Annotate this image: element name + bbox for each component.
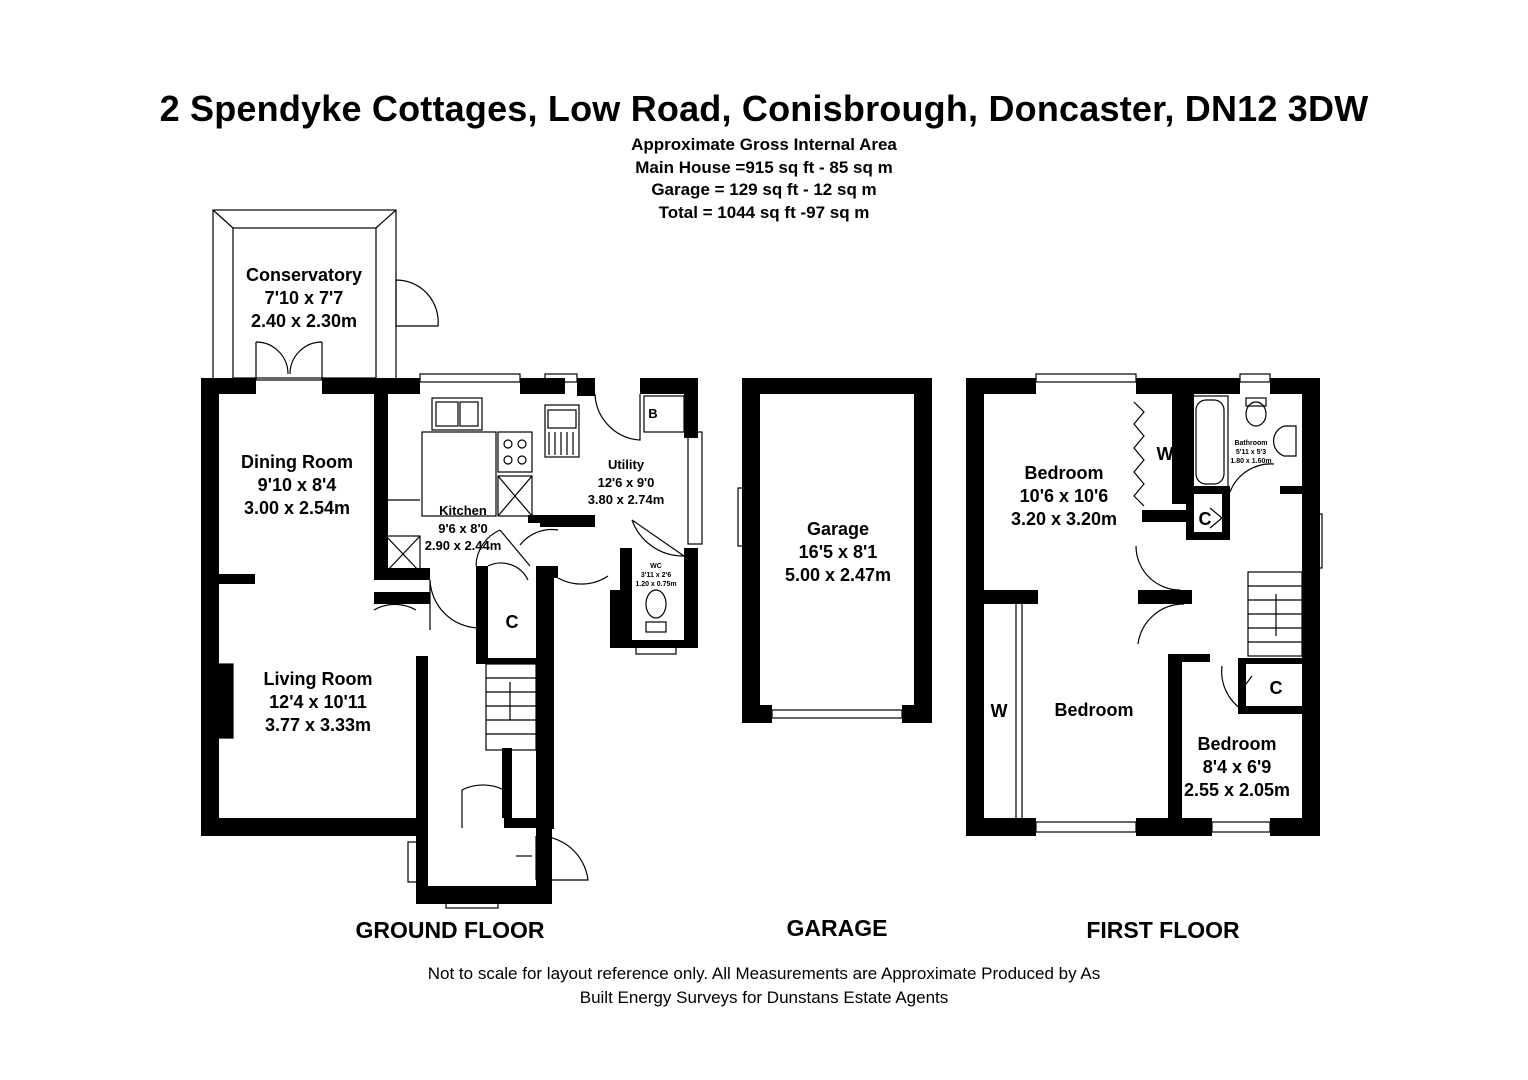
bedroom-1-imperial: 10'6 x 10'6 bbox=[1019, 486, 1109, 507]
bedroom-1-metric: 3.20 x 3.20m bbox=[1010, 509, 1118, 530]
wardrobe-mark-bedroom-2: W bbox=[990, 701, 1008, 721]
living-room-name: Living Room bbox=[263, 669, 373, 689]
cupboard-mark-ground: C bbox=[505, 612, 519, 632]
area-total: Total = 1044 sq ft -97 sq m bbox=[658, 202, 870, 222]
utility-metric: 3.80 x 2.74m bbox=[587, 492, 665, 508]
living-room-label: Living Room 12'4 x 10'11 3.77 x 3.33m bbox=[264, 668, 373, 737]
area-garage: Garage = 129 sq ft - 12 sq m bbox=[651, 180, 877, 199]
bathroom-imperial: 5'11 x 5'3 bbox=[1235, 448, 1267, 456]
dining-room-label: Dining Room 9'10 x 8'4 3.00 x 2.54m bbox=[241, 451, 353, 520]
first-floor-details bbox=[1015, 373, 1323, 833]
first-floor-walls bbox=[966, 378, 1320, 836]
bedroom-3-imperial: 8'4 x 6'9 bbox=[1202, 757, 1272, 778]
footer-line-1: Not to scale for layout reference only. … bbox=[427, 964, 1101, 983]
conservatory-name: Conservatory bbox=[245, 265, 363, 285]
kitchen-imperial: 9'6 x 8'0 bbox=[438, 520, 488, 536]
kitchen-name: Kitchen bbox=[439, 503, 487, 518]
utility-name: Utility bbox=[607, 457, 645, 472]
garage-label: Garage 16'5 x 8'1 5.00 x 2.47m bbox=[785, 518, 891, 587]
garage-imperial: 16'5 x 8'1 bbox=[798, 542, 878, 563]
footer-line-2: Built Energy Surveys for Dunstans Estate… bbox=[579, 987, 949, 1007]
bathroom-metric: 1.80 x 1.60m bbox=[1230, 457, 1272, 465]
bedroom-3-label: Bedroom 8'4 x 6'9 2.55 x 2.05m bbox=[1184, 733, 1290, 802]
utility-label: Utility 12'6 x 9'0 3.80 x 2.74m bbox=[588, 456, 665, 509]
ground-floor-details bbox=[212, 209, 703, 909]
ground-floor-title: GROUND FLOOR bbox=[355, 917, 545, 943]
garage-metric: 5.00 x 2.47m bbox=[784, 565, 892, 586]
cupboard-mark-bathroom: C bbox=[1198, 509, 1212, 529]
boiler-mark: B bbox=[648, 406, 658, 421]
bathroom-name: Bathroom bbox=[1234, 440, 1268, 447]
wc-name: WC bbox=[650, 563, 662, 570]
area-summary: Approximate Gross Internal Area Main Hou… bbox=[0, 134, 1528, 224]
bedroom-2-name: Bedroom bbox=[1054, 700, 1134, 720]
kitchen-metric: 2.90 x 2.44m bbox=[424, 538, 502, 554]
bathroom-label: Bathroom 5'11 x 5'3 1.80 x 1.60m bbox=[1230, 440, 1271, 466]
garage-walls bbox=[742, 378, 932, 723]
dining-room-imperial: 9'10 x 8'4 bbox=[257, 475, 337, 496]
wc-imperial: 3'11 x 2'6 bbox=[640, 571, 672, 579]
conservatory-metric: 2.40 x 2.30m bbox=[250, 311, 358, 332]
first-floor-title: FIRST FLOOR bbox=[1086, 917, 1240, 943]
page-title: 2 Spendyke Cottages, Low Road, Conisbrou… bbox=[159, 88, 1369, 129]
bedroom-3-metric: 2.55 x 2.05m bbox=[1183, 780, 1291, 801]
garage-details bbox=[737, 487, 903, 719]
garage-name: Garage bbox=[806, 519, 870, 539]
bedroom-1-name: Bedroom bbox=[1024, 463, 1104, 483]
bedroom-3-name: Bedroom bbox=[1197, 734, 1277, 754]
wc-label: WC 3'11 x 2'6 1.20 x 0.75m bbox=[635, 563, 676, 589]
cupboard-mark-landing: C bbox=[1269, 678, 1283, 698]
garage-title: GARAGE bbox=[786, 915, 888, 941]
living-room-metric: 3.77 x 3.33m bbox=[264, 715, 372, 736]
bedroom-2-label: Bedroom bbox=[1054, 699, 1133, 722]
wc-metric: 1.20 x 0.75m bbox=[635, 580, 677, 588]
conservatory-imperial: 7'10 x 7'7 bbox=[264, 288, 344, 309]
dining-room-name: Dining Room bbox=[241, 452, 353, 472]
dining-room-metric: 3.00 x 2.54m bbox=[243, 498, 351, 519]
utility-imperial: 12'6 x 9'0 bbox=[597, 474, 655, 490]
area-main-house: Main House =915 sq ft - 85 sq m bbox=[635, 157, 893, 177]
wardrobe-mark-bedroom-1: W bbox=[1156, 444, 1174, 464]
area-heading: Approximate Gross Internal Area bbox=[631, 135, 897, 154]
conservatory-label: Conservatory 7'10 x 7'7 2.40 x 2.30m bbox=[246, 264, 362, 333]
bedroom-1-label: Bedroom 10'6 x 10'6 3.20 x 3.20m bbox=[1011, 462, 1117, 531]
kitchen-label: Kitchen 9'6 x 8'0 2.90 x 2.44m bbox=[425, 502, 502, 555]
footer-note: Not to scale for layout reference only. … bbox=[0, 962, 1528, 1009]
living-room-imperial: 12'4 x 10'11 bbox=[269, 692, 367, 713]
